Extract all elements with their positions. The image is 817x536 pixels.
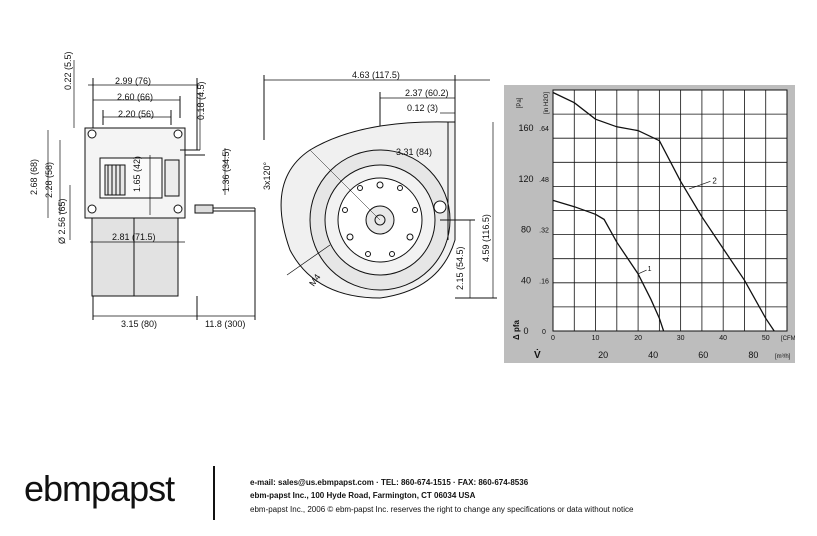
ebmpapst-logo: ebmpapst [24, 468, 175, 509]
series-label: 2 [712, 176, 717, 185]
dim-front-offset: 0.12 (3) [407, 103, 439, 113]
dim-flange-offset: 0.18 (4.5) [196, 81, 206, 120]
y-label-pa: [Pa] [517, 97, 523, 108]
y-tick-inh2o: .16 [539, 278, 549, 285]
dim-cable-length: 11.8 (300) [205, 319, 246, 329]
y-tick-pa: 160 [518, 123, 533, 133]
dim-overall-width: 2.99 (76) [115, 76, 152, 86]
dim-front-half: 2.37 (60.2) [405, 88, 449, 98]
footer-divider [213, 466, 215, 520]
y-tick-inh2o: .64 [539, 126, 549, 133]
series-curve-1 [552, 199, 665, 332]
y-tick-pa: 80 [521, 225, 531, 235]
y-label-inh2o: [in H2O] [544, 92, 550, 114]
dim-front-width: 4.63 (117.5) [352, 70, 400, 80]
dim-cable-height: 1.36 (34.5) [221, 148, 231, 192]
y-tick-pa: 40 [521, 275, 531, 285]
dim-diameter: Ø 2.56 (65) [57, 198, 67, 244]
front-view-drawing [263, 75, 497, 299]
dim-front-center: 2.15 (54.5) [455, 246, 465, 290]
x-tick-cfm: 0 [551, 335, 555, 342]
dim-depth: 3.15 (80) [121, 319, 158, 329]
dim-base-width: 2.81 (71.5) [112, 232, 156, 242]
side-view-drawing [47, 60, 256, 320]
dim-mount-height: 2.28 (58) [44, 161, 54, 198]
dim-overall-height: 2.68 (68) [29, 158, 39, 195]
dim-mount-width: 2.60 (66) [117, 92, 154, 102]
x-label-m3h: [m³/h] [775, 354, 791, 360]
x-tick-cfm: 30 [677, 335, 685, 342]
x-tick-m3h: 40 [648, 350, 658, 360]
y-tick-inh2o: 0 [542, 329, 546, 336]
y-symbol: Δ pfa [512, 319, 521, 340]
series-label: 1 [648, 266, 652, 273]
x-tick-m3h: 20 [598, 350, 608, 360]
x-tick-cfm: 10 [592, 335, 600, 342]
x-symbol: V̇ [534, 349, 541, 361]
y-tick-pa: 0 [523, 326, 528, 336]
x-tick-cfm: 40 [719, 335, 727, 342]
y-tick-inh2o: .48 [539, 177, 549, 184]
footer-copyright: ebm-papst Inc., 2006 © ebm-papst Inc. re… [250, 505, 634, 514]
series-curve-2 [552, 91, 775, 332]
dim-front-height: 4.59 (116.5) [481, 214, 491, 262]
y-tick-pa: 120 [518, 174, 533, 184]
dim-motor-height: 1.65 (42) [132, 155, 142, 192]
series-label-leader [637, 269, 647, 275]
x-tick-cfm: 50 [762, 335, 770, 342]
x-tick-cfm: 20 [634, 335, 642, 342]
x-label-cfm: [CFM] [781, 336, 795, 342]
footer-address: ebm-papst Inc., 100 Hyde Road, Farmingto… [250, 491, 476, 500]
x-tick-m3h: 60 [698, 350, 708, 360]
x-tick-m3h: 80 [748, 350, 758, 360]
y-tick-inh2o: .32 [539, 228, 549, 235]
dim-bolt-circle: 3.31 (84) [396, 147, 433, 157]
series-label-leader [689, 180, 711, 190]
dim-top-offset: 0.22 (5.5) [63, 51, 73, 90]
dim-hole-angle: 3x120° [262, 161, 272, 190]
dim-inner-width: 2.20 (56) [118, 109, 155, 119]
footer-contact: e-mail: sales@us.ebmpapst.com · TEL: 860… [250, 478, 529, 487]
